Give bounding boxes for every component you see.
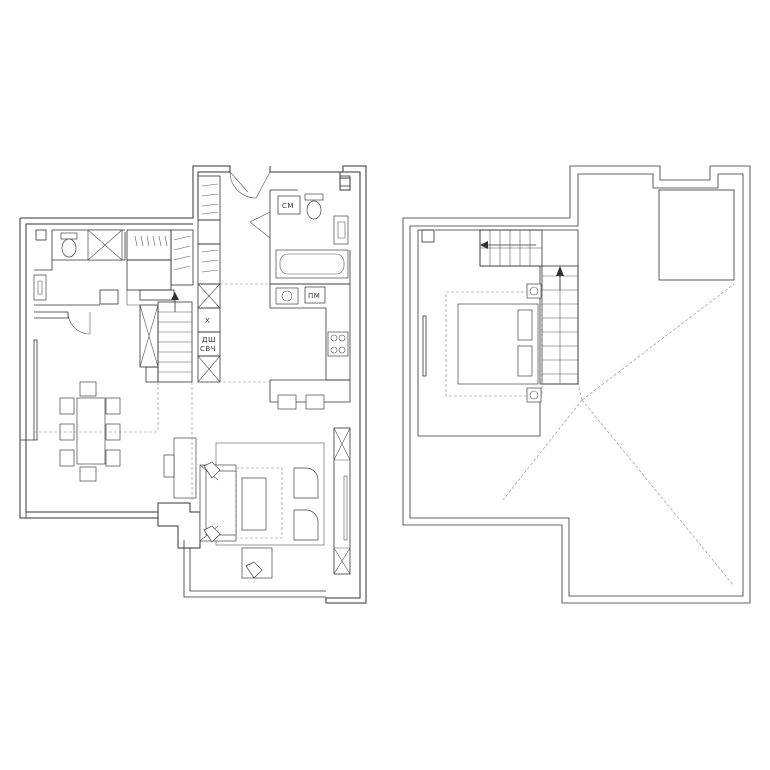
dining-area [59, 381, 121, 482]
toilet-tank-right [304, 193, 324, 201]
bath-door [249, 211, 271, 239]
living-outer-wall [183, 540, 326, 598]
upper-corner-column [421, 229, 435, 243]
bed [445, 283, 543, 403]
dishwasher-label: ДШ [202, 336, 216, 344]
stairs-lower [139, 292, 193, 383]
sink-left [33, 274, 47, 301]
stairs-arrowhead [171, 292, 179, 300]
living-area [163, 427, 351, 579]
dishwasher-top-box [304, 286, 326, 304]
coffee-table [241, 477, 267, 531]
tv-cabinet [333, 427, 351, 575]
cooktop [327, 331, 349, 357]
sink-right [333, 215, 349, 245]
stairs-upper-side [541, 265, 579, 385]
lower-floor-corner-column [339, 175, 351, 187]
armchair-top [293, 467, 319, 499]
lower-floor-outer-wall [19, 165, 367, 604]
upper-floor-inner-wall [409, 173, 744, 597]
roof-slope-lines [502, 283, 735, 587]
kitchen-top: ПМ [269, 283, 351, 381]
kitchen-island [269, 379, 351, 410]
left-wall-window [33, 339, 38, 441]
left-wall-inner [20, 439, 34, 518]
vanity-left [99, 289, 119, 305]
toilet-tank-left [60, 232, 78, 240]
bath-door-swing [67, 311, 91, 335]
entry-door [229, 171, 271, 199]
kitchen-column: Х ДШ СВЧ [197, 283, 221, 383]
toilet-bowl-right [306, 200, 322, 220]
upper-window [422, 315, 427, 377]
bathroom-left [33, 229, 126, 335]
microwave-label: СВЧ [200, 345, 216, 353]
stairs-upper-top [479, 229, 543, 267]
bottom-column [157, 502, 201, 549]
lower-floor-corner-column-left [35, 229, 47, 241]
desk [173, 437, 197, 499]
lower-floor-plan: Х ДШ СВЧ СМ [19, 165, 367, 604]
fridge-label: Х [205, 317, 210, 325]
upper-room-wall [417, 229, 541, 437]
lower-floor-zone-lines [34, 283, 270, 500]
wardrobe-top [126, 229, 194, 306]
kitchen-sink [275, 287, 299, 305]
nightstand-top [526, 283, 542, 299]
skylight [658, 189, 735, 281]
hall-wardrobe [197, 175, 221, 285]
nightstand-bottom [526, 387, 542, 403]
toilet-bowl-left [61, 238, 77, 258]
upper-floor-plan [402, 165, 751, 604]
bathtub [275, 249, 349, 279]
dining-table [76, 397, 106, 465]
bathroom-right: СМ [249, 189, 351, 285]
armchair-bottom [293, 509, 319, 541]
laundry-box [277, 195, 301, 215]
laundry-label: СМ [282, 202, 294, 210]
dishwasher-top-label: ПМ [308, 292, 320, 300]
upper-floor-outer-wall [402, 165, 751, 604]
